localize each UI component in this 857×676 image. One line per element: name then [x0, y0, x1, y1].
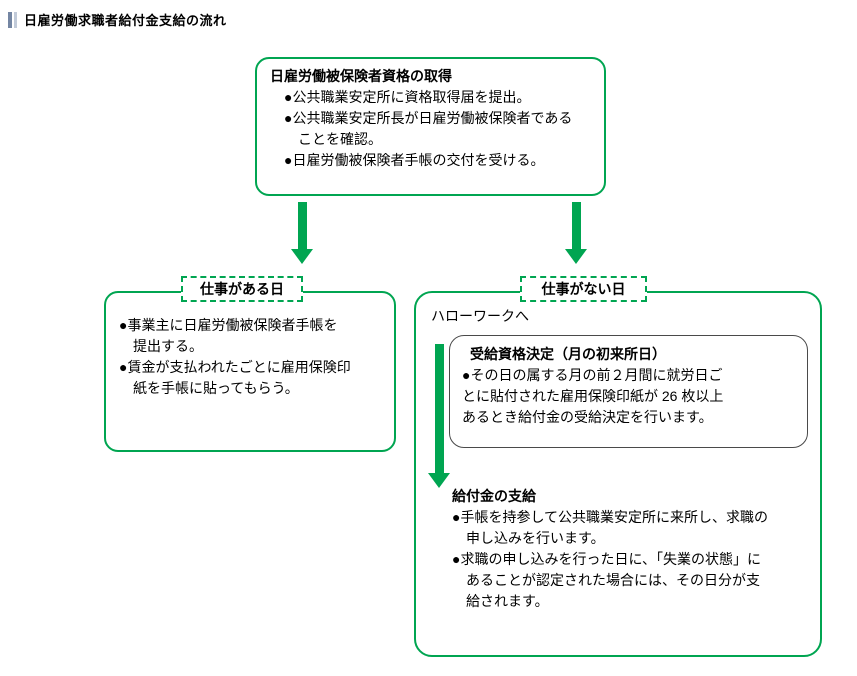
eligibility-box: 受給資格決定（月の初来所日） ●その日の属する月の前２月間に就労日ごとに貼付され… — [449, 335, 808, 448]
acquisition-title: 日雇労働被保険者資格の取得 — [270, 68, 452, 84]
arrow-head — [565, 249, 587, 264]
work-day-item: ●賃金が支払われたごとに雇用保険印紙を手帳に貼ってもらう。 — [119, 359, 351, 396]
arrow-head — [428, 473, 450, 488]
acquisition-item: ●公共職業安定所長が日雇労働被保険者であることを確認。 — [284, 110, 573, 147]
eligibility-title: 受給資格決定（月の初来所日） — [470, 346, 666, 362]
acquisition-item: ●公共職業安定所に資格取得届を提出。 — [284, 89, 531, 105]
down-arrow-right — [565, 202, 587, 264]
down-arrow-left — [291, 202, 313, 264]
eligibility-item: ●その日の属する月の前２月間に就労日ごとに貼付された雇用保険印紙が 26 枚以上… — [462, 367, 724, 425]
acquisition-box: 日雇労働被保険者資格の取得 ●公共職業安定所に資格取得届を提出。 ●公共職業安定… — [255, 57, 606, 196]
arrow-shaft — [434, 344, 444, 473]
arrow-shaft — [297, 202, 307, 249]
hello-work-heading: ハローワークへ — [431, 308, 529, 324]
acquisition-items: ●公共職業安定所に資格取得届を提出。 ●公共職業安定所長が日雇労働被保険者である… — [284, 87, 594, 171]
title-accent-bar-light — [14, 11, 17, 28]
arrow-shaft — [571, 202, 581, 249]
acquisition-item: ●日雇労働被保険者手帳の交付を受ける。 — [284, 152, 545, 168]
arrow-head — [291, 249, 313, 264]
payment-item: ●求職の申し込みを行った日に、「失業の状態」にあることが認定された場合には、その… — [452, 551, 762, 609]
no-work-day-label: 仕事がない日 — [520, 276, 647, 302]
payment-item: ●手帳を持参して公共職業安定所に来所し、求職の申し込みを行います。 — [452, 509, 769, 546]
payment-section: 給付金の支給 ●手帳を持参して公共職業安定所に来所し、求職の申し込みを行います。… — [452, 486, 788, 612]
payment-title: 給付金の支給 — [452, 488, 536, 504]
down-arrow-inner — [428, 344, 450, 488]
page-header: 日雇労働求職者給付金支給の流れ — [8, 10, 227, 29]
title-accent-bar-dark — [8, 11, 12, 28]
page-title: 日雇労働求職者給付金支給の流れ — [24, 13, 227, 28]
work-day-box: ●事業主に日雇労働被保険者手帳を提出する。 ●賃金が支払われたごとに雇用保険印紙… — [104, 291, 396, 452]
work-day-item: ●事業主に日雇労働被保険者手帳を提出する。 — [119, 317, 338, 354]
work-day-label: 仕事がある日 — [181, 276, 303, 302]
